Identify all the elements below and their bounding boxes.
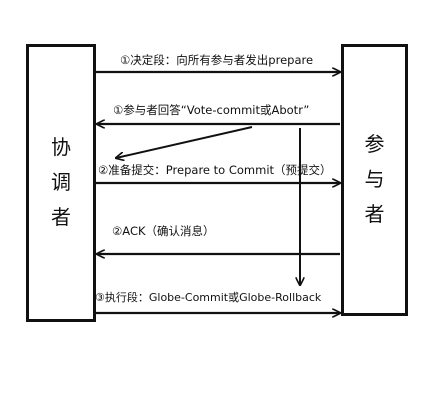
- participant-box: 参 与 者: [341, 44, 408, 316]
- participant-char-2: 与: [364, 167, 385, 191]
- label-precommit: ②准备提交：Prepare to Commit（预提交）: [98, 163, 332, 177]
- coordinator-box: 协 调 者: [26, 44, 96, 322]
- label-execute: ③执行段：Globe-Commit或Globe-Rollback: [95, 291, 322, 304]
- participant-char-1: 参: [364, 132, 385, 156]
- label-ack: ②ACK（确认消息）: [112, 224, 215, 238]
- arrow-diagonal: [116, 126, 253, 158]
- participant-char-3: 者: [364, 202, 385, 226]
- coordinator-char-3: 者: [51, 205, 71, 229]
- coordinator-char-1: 协: [51, 135, 71, 159]
- coordinator-char-2: 调: [51, 170, 71, 194]
- label-vote: ①参与者回答“Vote-commit或Abotr”: [113, 103, 310, 117]
- label-prepare: ①决定段：向所有参与者发出prepare: [120, 53, 314, 67]
